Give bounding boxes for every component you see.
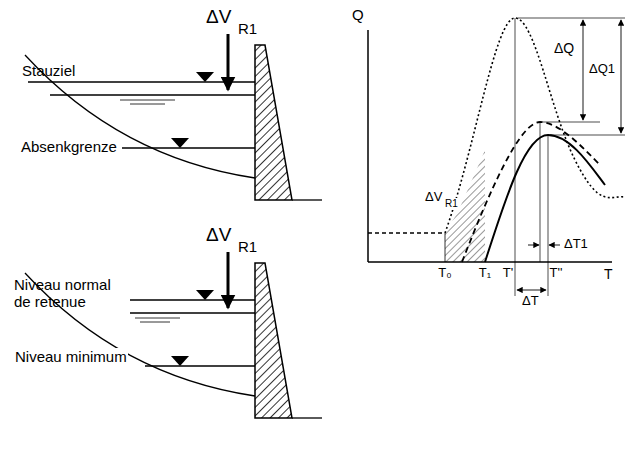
volume-arrow [227, 252, 230, 308]
time-label: T' [503, 266, 513, 281]
level-name: Absenkgrenze [20, 138, 118, 155]
volume-subscript: R1 [444, 198, 459, 210]
drawdown-level [122, 147, 255, 148]
dimension-label: ΔQ1 [588, 62, 616, 77]
volume-arrow [227, 34, 230, 90]
dimension-label: ΔT [522, 294, 539, 309]
time-label: T'' [550, 266, 563, 281]
water-surface [130, 312, 255, 313]
volume-subscript: R1 [238, 20, 257, 37]
hydrograph [368, 18, 625, 296]
water-level [130, 299, 255, 300]
time-label: T₁ [479, 266, 491, 281]
dimension-label: ΔT1 [563, 237, 589, 252]
dimension-arrow [528, 245, 539, 246]
level-name: Stauziel [22, 62, 75, 79]
time-label: T₀ [438, 266, 451, 281]
dimension-arrow [621, 20, 622, 133]
outflow-curve [485, 135, 605, 262]
level-name: Niveau normal de retenue [14, 276, 126, 311]
axis-label: T [604, 266, 613, 282]
axis-label: Q [352, 6, 364, 23]
water-surface [50, 94, 255, 95]
volume-subscript: R1 [238, 238, 257, 255]
q-axis [367, 30, 369, 262]
level-name: Niveau minimum [14, 348, 128, 365]
dimension-label: ΔQ [553, 40, 575, 56]
volume-symbol: ΔV [206, 224, 231, 246]
dam-body [255, 263, 292, 418]
volume-symbol: ΔV [206, 6, 231, 28]
water-level [28, 81, 255, 82]
dam-body [255, 45, 292, 200]
dimension-arrow [583, 20, 584, 120]
inflow-curve [445, 18, 625, 233]
minimum-level [145, 365, 255, 366]
dimension-arrow [549, 245, 560, 246]
volume-symbol: ΔV [424, 190, 443, 205]
dimension-arrow [517, 290, 546, 291]
dam-section [25, 34, 322, 200]
reduced-inflow-curve [462, 122, 600, 262]
t-axis [368, 261, 612, 263]
